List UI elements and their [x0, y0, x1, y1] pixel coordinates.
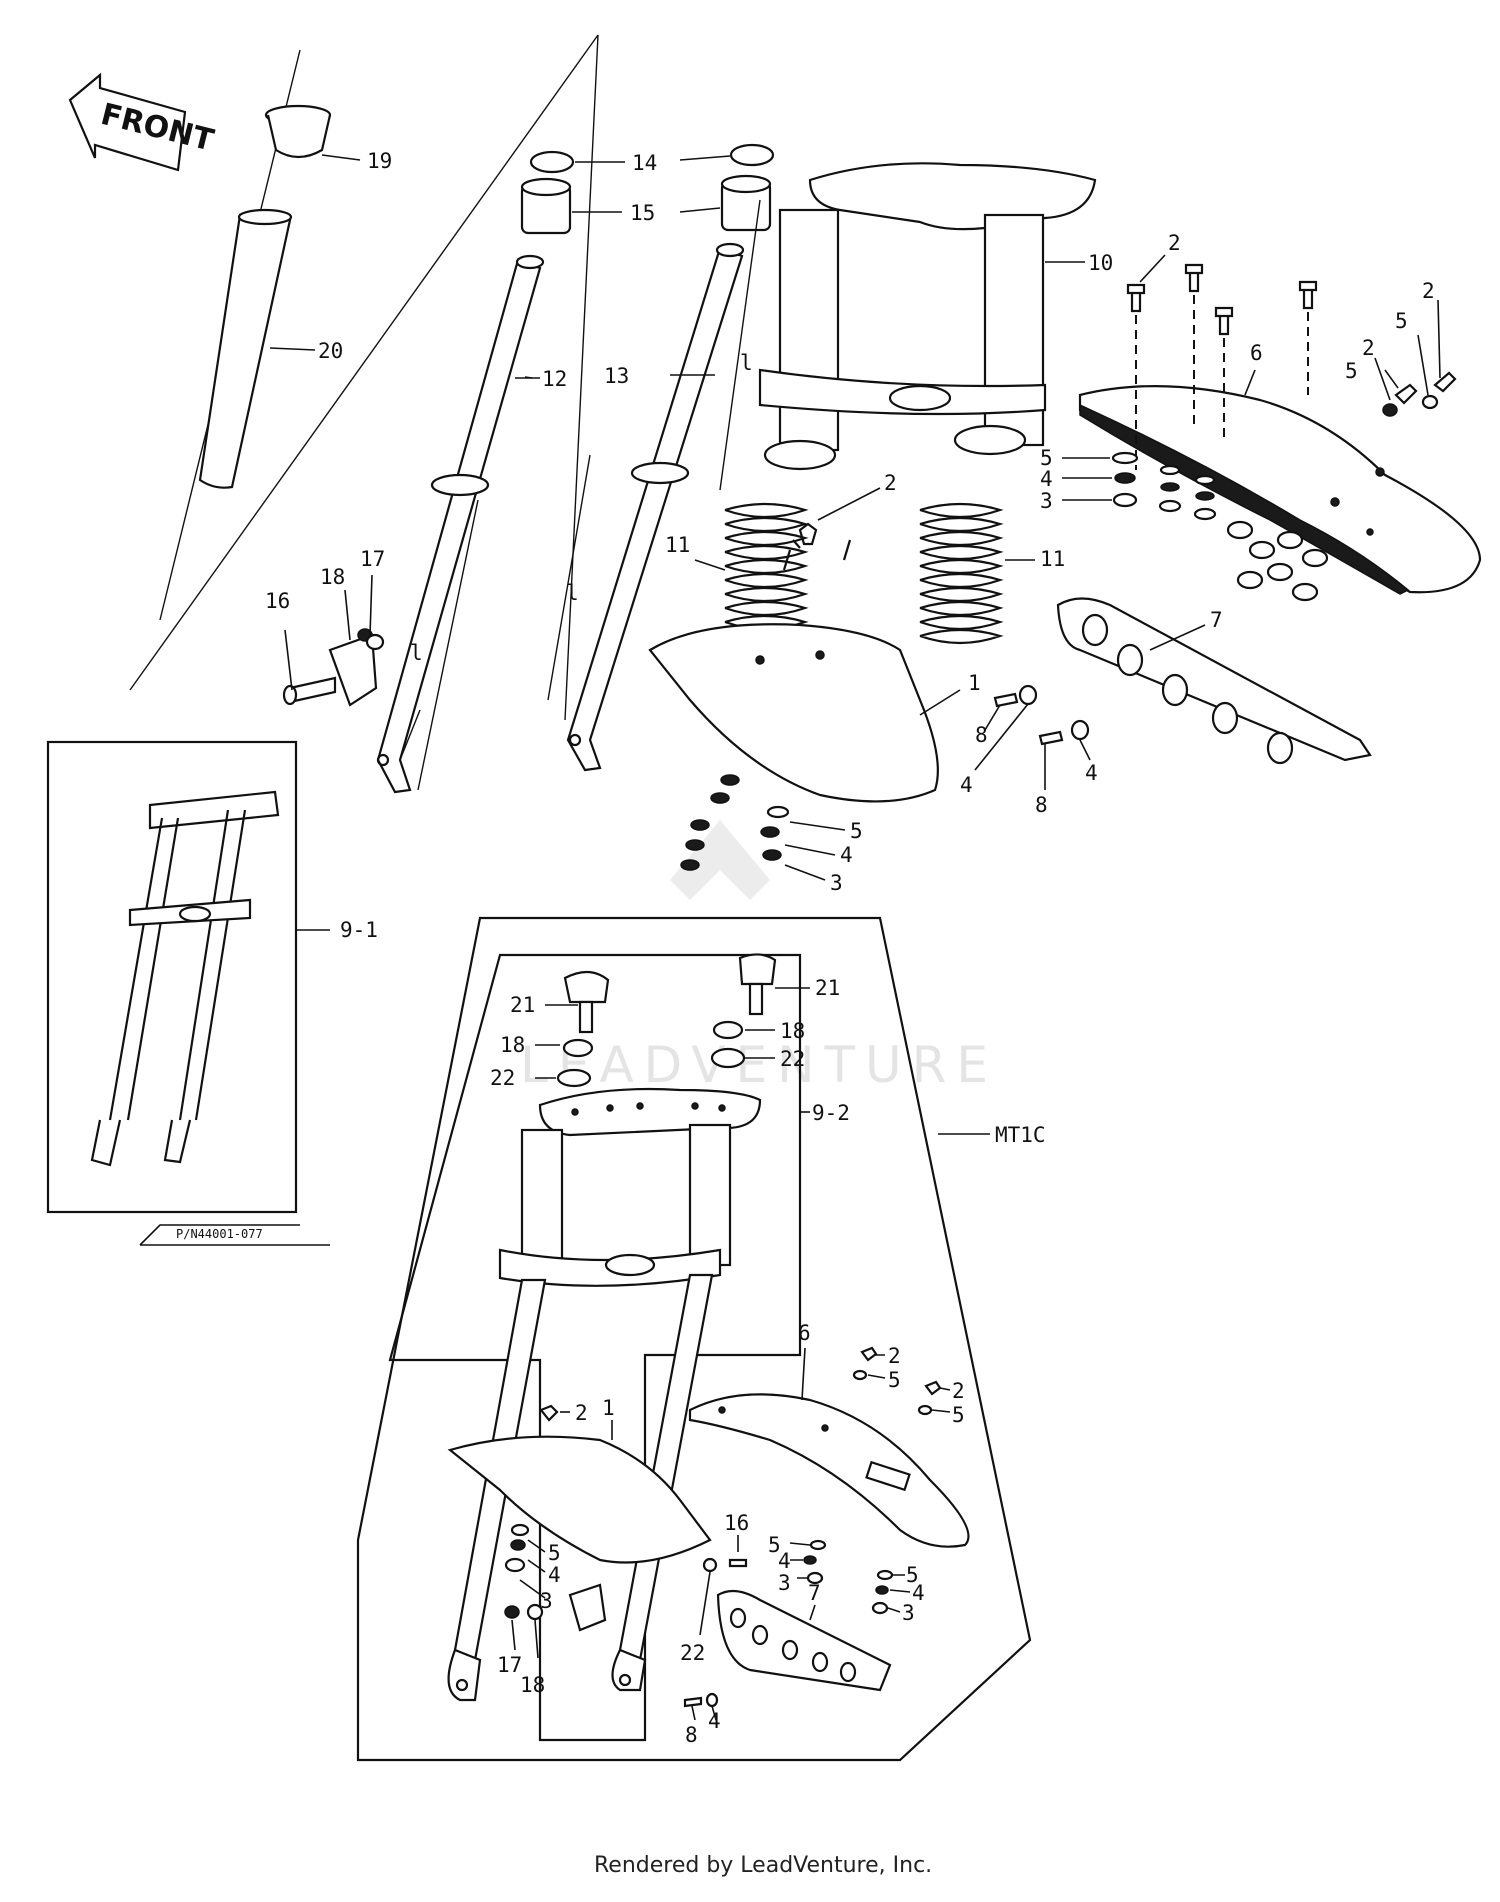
callout-4-e: 4 — [548, 1563, 561, 1587]
guard-hardware: 5 4 3 — [680, 774, 863, 895]
parts-14-15: 14 15 — [520, 143, 775, 235]
callout-5-h: 5 — [768, 1533, 781, 1557]
callout-22-c: 22 — [680, 1641, 705, 1665]
dim-l-13: l — [566, 581, 579, 605]
callout-2-f: 2 — [888, 1344, 901, 1368]
callout-21-a: 21 — [510, 993, 535, 1017]
callout-16-a: 16 — [265, 589, 290, 613]
callout-4-b: 4 — [1040, 467, 1053, 491]
inset-9-1: 9-1 P/N44001-077 — [46, 740, 378, 1246]
callout-17-a: 17 — [360, 547, 385, 571]
callout-5-a: 5 — [850, 819, 863, 843]
callout-22-a: 22 — [490, 1066, 515, 1090]
callout-13: 13 — [604, 364, 629, 388]
callout-18-b: 18 — [500, 1033, 525, 1057]
callout-9-1: 9-1 — [340, 918, 378, 942]
part-11-springs: 11 11 — [665, 502, 1065, 645]
box-top-hardware: 21 21 18 22 18 22 — [490, 953, 840, 1090]
callout-20: 20 — [318, 339, 343, 363]
front-arrow-icon: FRONT — [68, 72, 218, 172]
callout-3-b: 3 — [1040, 489, 1053, 513]
callout-11-left: 11 — [665, 533, 690, 557]
callout-11-right: 11 — [1040, 547, 1065, 571]
box-part-6-fender: 6 2 5 2 5 — [688, 1321, 970, 1548]
callout-8-a: 8 — [975, 723, 988, 747]
callout-8-c: 8 — [685, 1723, 698, 1747]
callout-4-i: 4 — [912, 1581, 925, 1605]
callout-5-e: 5 — [548, 1541, 561, 1565]
part-1-guard: 1 2 — [648, 471, 981, 803]
callout-3-h: 3 — [778, 1571, 791, 1595]
callout-3-a: 3 — [830, 871, 843, 895]
mt1c-assembly-box: MT1C 9-2 — [356, 916, 1046, 1762]
callout-21-b: 21 — [815, 976, 840, 1000]
callout-15: 15 — [630, 201, 655, 225]
callout-22-b: 22 — [780, 1047, 805, 1071]
callout-5-b: 5 — [1345, 359, 1358, 383]
callout-4-c: 4 — [960, 773, 973, 797]
callout-5-c: 5 — [1395, 309, 1408, 333]
dim-l-12: l — [410, 641, 423, 665]
callout-2-d: 2 — [1422, 279, 1435, 303]
callout-7-b: 7 — [808, 1581, 821, 1605]
part-20-tube: 20 — [198, 208, 343, 489]
callout-5-g: 5 — [952, 1403, 965, 1427]
callout-4-j: 4 — [708, 1709, 721, 1733]
box-part-1-guard: 1 2 5 4 3 17 18 — [447, 1396, 712, 1697]
callout-18-a: 18 — [320, 565, 345, 589]
part-10-fork-bridge: 10 l — [719, 162, 1113, 491]
callout-6-b: 6 — [798, 1321, 811, 1345]
box-fork-assembly — [447, 1087, 762, 1702]
callout-5-d: 5 — [1040, 446, 1053, 470]
callout-1-b: 1 — [602, 1396, 615, 1420]
callout-5-i: 5 — [906, 1563, 919, 1587]
callout-1: 1 — [968, 671, 981, 695]
callout-10: 10 — [1088, 251, 1113, 275]
callout-4-d: 4 — [1085, 761, 1098, 785]
callout-4-a: 4 — [840, 843, 853, 867]
callout-2-e: 2 — [575, 1401, 588, 1425]
callout-17-b: 17 — [497, 1653, 522, 1677]
callout-9-2: 9-2 — [812, 1101, 850, 1125]
callout-3-i: 3 — [902, 1601, 915, 1625]
parts-16-17-18: 16 18 17 — [265, 547, 385, 707]
box-part-7-plate: 7 22 8 4 — [680, 1557, 892, 1747]
callout-2-c: 2 — [1362, 336, 1375, 360]
box-lower-hardware: 16 5 4 3 5 4 3 — [724, 1511, 925, 1625]
part-6-fender: 6 — [1078, 341, 1482, 595]
fender-bolts: 2 5 2 5 2 — [1126, 231, 1457, 470]
callout-19: 19 — [367, 149, 392, 173]
callout-2-b: 2 — [1168, 231, 1181, 255]
part-19-cap: 19 — [264, 104, 392, 173]
callout-2-g: 2 — [952, 1379, 965, 1403]
watermark-logo-icon — [670, 820, 770, 900]
callout-12: 12 — [542, 367, 567, 391]
footer-credit: Rendered by LeadVenture, Inc. — [594, 1853, 932, 1878]
callout-8-b: 8 — [1035, 793, 1048, 817]
callout-7-a: 7 — [1210, 608, 1223, 632]
inset-part-number: P/N44001-077 — [176, 1227, 263, 1241]
callout-18-d: 18 — [520, 1673, 545, 1697]
callout-14: 14 — [632, 151, 657, 175]
callout-mt1c: MT1C — [995, 1123, 1046, 1147]
callout-3-e: 3 — [540, 1589, 553, 1613]
callout-18-c: 18 — [780, 1019, 805, 1043]
part-12-fork-tube: 12 l — [376, 254, 567, 794]
callout-4-h: 4 — [778, 1549, 791, 1573]
fender-hardware: 5 4 3 — [1040, 446, 1329, 602]
part-13-fork-tube: 13 l — [547, 242, 745, 772]
callout-16-b: 16 — [724, 1511, 749, 1535]
part-7-guard-plate: 7 8 4 8 4 — [960, 597, 1372, 817]
callout-5-f: 5 — [888, 1368, 901, 1392]
callout-6-a: 6 — [1250, 341, 1263, 365]
dim-l-10: l — [740, 351, 753, 375]
callout-2-a: 2 — [884, 471, 897, 495]
